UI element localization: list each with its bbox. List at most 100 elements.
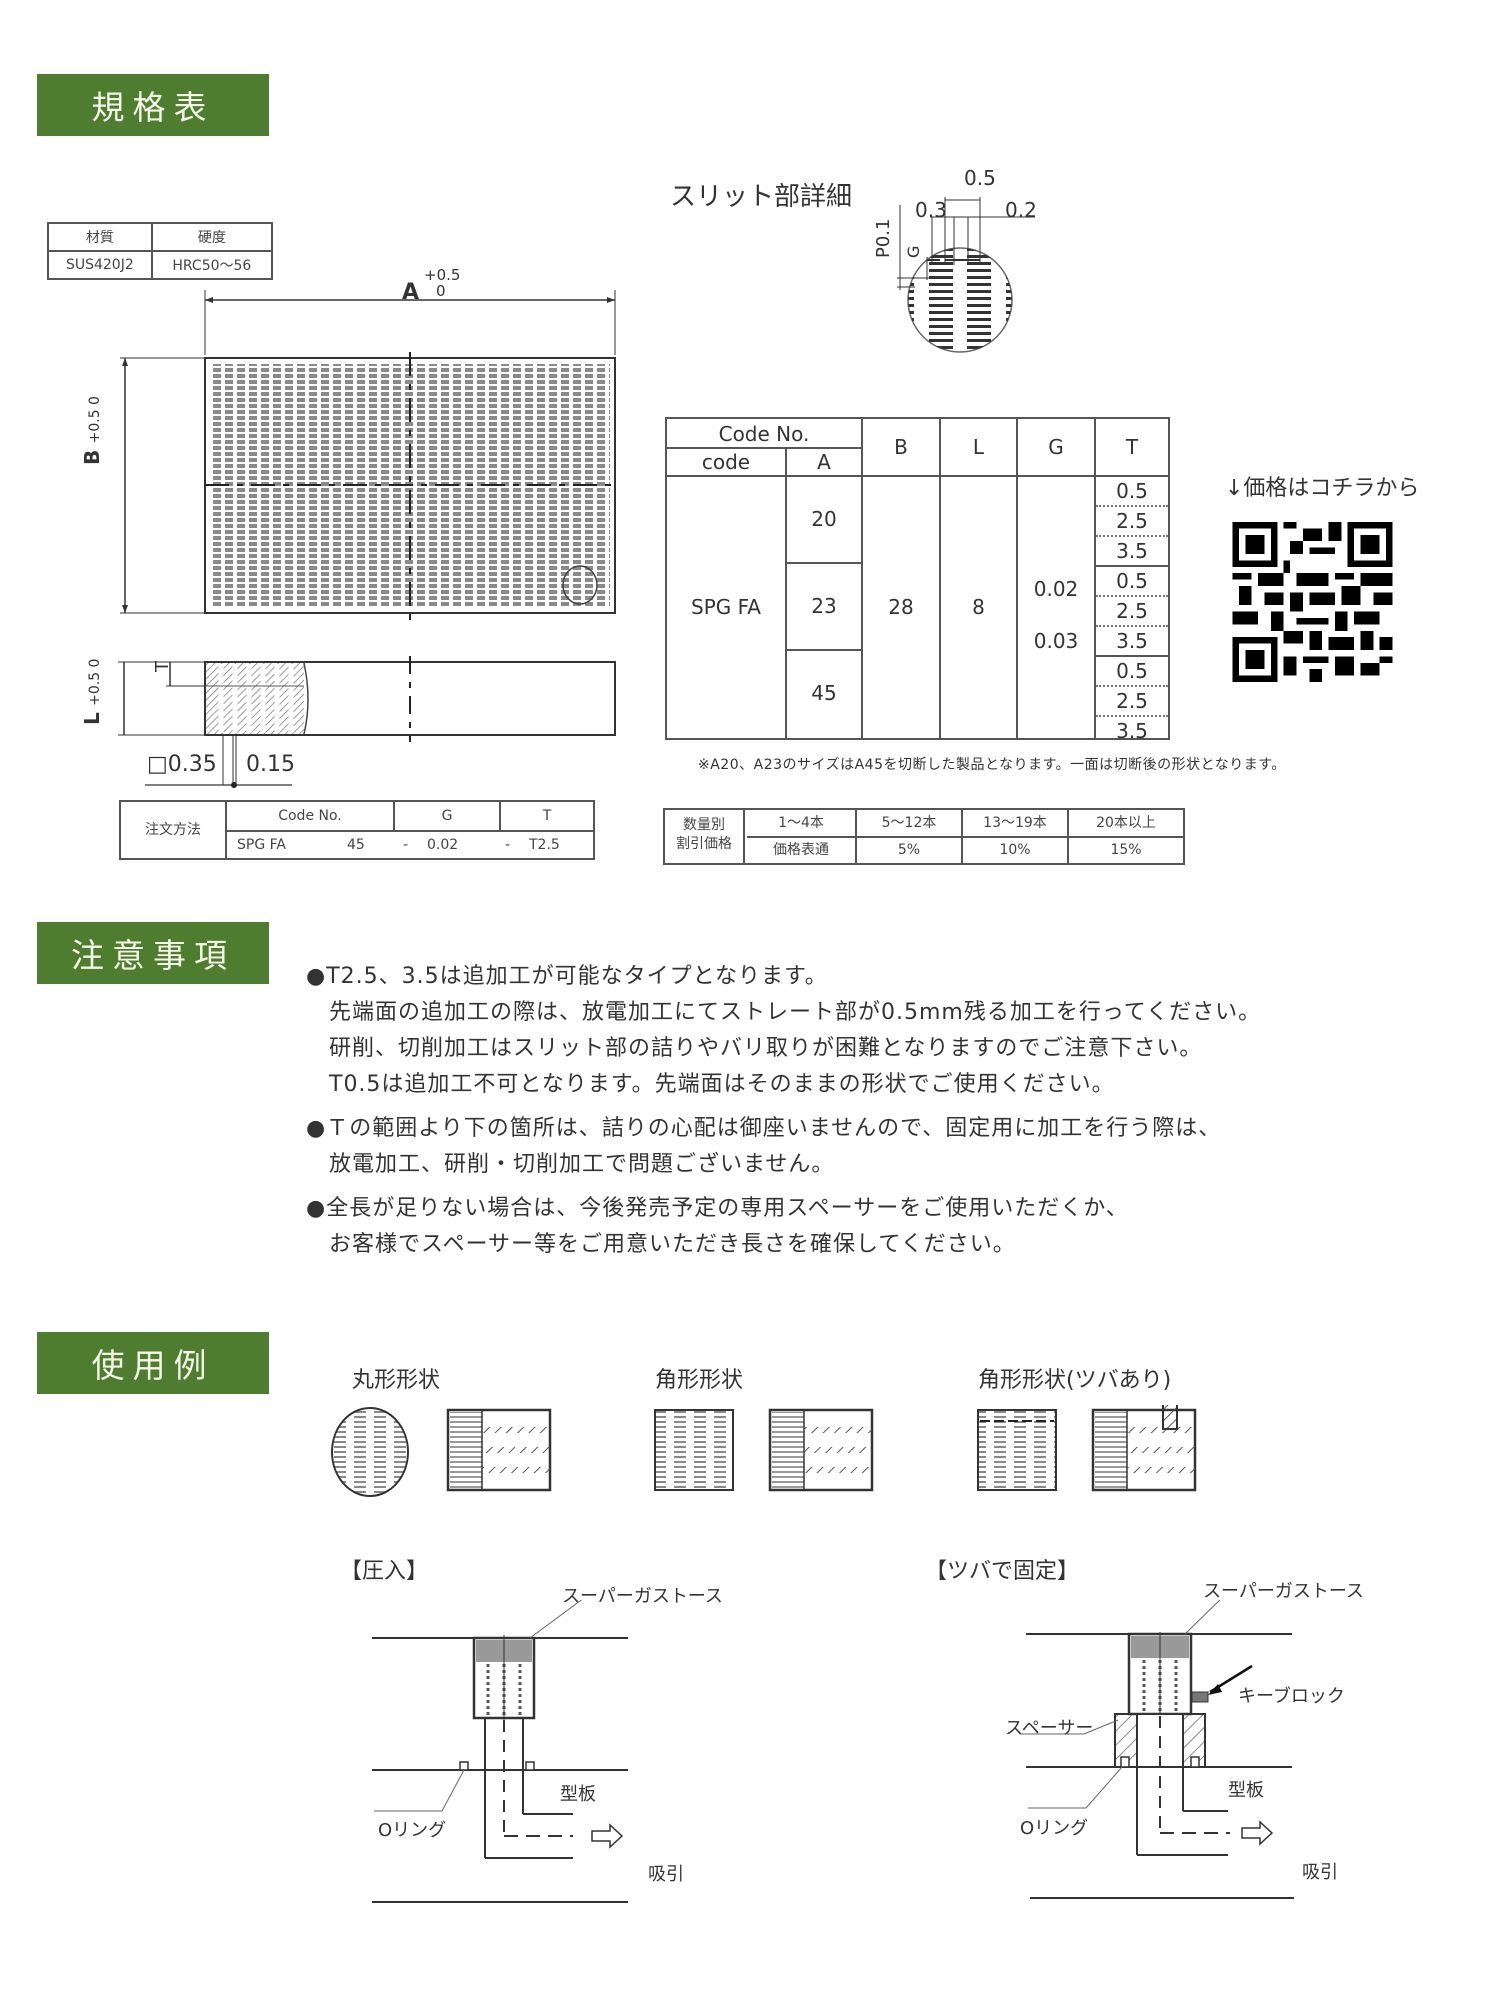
- round-side-icon: [446, 1408, 552, 1492]
- order-example-t: T2.5: [529, 837, 560, 853]
- flange-shape-icon: [977, 1409, 1057, 1491]
- spec-a-value: 20: [787, 477, 863, 564]
- spec-t-value: 2.5: [1096, 597, 1168, 627]
- flange-fix-plate-label: 型板: [1228, 1780, 1264, 1801]
- discount-rate: 15%: [1110, 842, 1142, 858]
- discount-qty: 5～12本: [857, 810, 963, 838]
- press-fit-suction-label: 吸引: [648, 1864, 684, 1885]
- discount-qty: 1～4本: [747, 810, 857, 838]
- spec-header-a: A: [787, 449, 863, 477]
- notes-section-banner: 注意事項: [37, 922, 269, 984]
- slit-dim-pitch: P0.1: [873, 218, 894, 258]
- discount-rate: 10%: [963, 838, 1069, 863]
- round-shape-icon: [331, 1407, 409, 1497]
- discount-qty: 20本以上: [1069, 810, 1183, 838]
- spec-t-value: 0.5: [1096, 657, 1168, 687]
- flange-side-icon: [1091, 1405, 1197, 1492]
- spec-t-value: 0.5: [1096, 477, 1168, 507]
- order-method-table: 注文方法 Code No. G T SPG FA 45 - 0.02 - T2.…: [119, 800, 595, 860]
- flange-fix-title: 【ツバで固定】: [925, 1559, 1080, 1584]
- spec-t-value: 3.5: [1116, 539, 1148, 563]
- discount-label-line1: 数量別: [683, 817, 725, 833]
- order-sep: -: [403, 837, 409, 853]
- square-shape-icon: [654, 1409, 734, 1491]
- spec-t-value: 3.5: [1116, 629, 1148, 653]
- discount-table: 数量別 割引価格 1～4本 5～12本 13～19本 20本以上 価格表通 5%…: [663, 808, 1185, 865]
- square-side-icon: [768, 1408, 874, 1492]
- note-line: 研削、切削加工はスリット部の詰りやバリ取りが困難となりますのでご注意下さい。: [306, 1036, 1203, 1061]
- suction-arrow-icon: [1241, 1820, 1274, 1846]
- press-fit-title: 【圧入】: [340, 1559, 429, 1584]
- press-fit-part-label: スーパーガストース: [562, 1586, 723, 1607]
- spec-l-value: 8: [941, 477, 1018, 738]
- press-fit-oring-label: Oリング: [378, 1820, 447, 1841]
- dim-a-tol-plus: +0.5: [424, 266, 461, 284]
- dim-b-label: B +0.5 0: [80, 396, 104, 465]
- material-value: SUS420J2: [47, 250, 153, 280]
- material-table: 材質 硬度 SUS420J2 HRC50～56: [47, 222, 274, 280]
- spec-t-value: 0.5: [1096, 567, 1168, 597]
- press-fit-plate-label: 型板: [560, 1784, 596, 1805]
- slot-gap-dim: 0.15: [246, 752, 295, 777]
- spec-header-t: T: [1096, 419, 1168, 477]
- discount-rate: 5%: [857, 838, 963, 863]
- discount-rate: 価格表通: [747, 838, 857, 863]
- qr-code-icon[interactable]: [1230, 522, 1395, 682]
- spec-a-value: 23: [787, 564, 863, 651]
- note-line: ●全長が足りない場合は、今後発売予定の専用スペーサーをご使用いただくか、: [306, 1196, 1129, 1221]
- spec-section-banner: 規格表: [37, 74, 269, 136]
- spec-a-value: 45: [787, 651, 863, 738]
- order-header-code: Code No.: [227, 802, 395, 832]
- slit-detail-diagram: [897, 197, 1035, 353]
- order-sep: -: [505, 837, 511, 853]
- discount-label: 数量別 割引価格: [665, 810, 745, 863]
- slit-dim-right: 0.2: [1005, 198, 1037, 222]
- spec-code-value: SPG FA: [667, 477, 787, 738]
- spec-header-code: code: [667, 449, 787, 477]
- press-fit-diagram: [372, 1600, 628, 1903]
- spec-footnote: ※A20、A23のサイズはA45を切断した製品となります。一面は切断後の形状とな…: [698, 757, 1286, 773]
- spec-g-value: 0.03: [1033, 629, 1079, 653]
- dim-a-tol-minus: 0: [436, 282, 446, 300]
- order-example-code: SPG FA: [237, 837, 286, 853]
- spec-g-values: 0.02 0.03: [1018, 477, 1096, 738]
- price-link-label[interactable]: ↓価格はコチラから: [1225, 476, 1420, 501]
- flange-fix-oring-label: Oリング: [1020, 1818, 1089, 1839]
- discount-label-line2: 割引価格: [676, 836, 732, 852]
- spec-header-l: L: [941, 419, 1018, 477]
- material-header: 材質: [47, 222, 153, 252]
- order-example-a: 45: [347, 837, 365, 853]
- spec-t-value: 2.5: [1096, 507, 1168, 537]
- hardness-value: HRC50～56: [150, 250, 274, 280]
- spec-header-code-no: Code No.: [667, 419, 863, 449]
- spec-g-value: 0.02: [1033, 577, 1079, 601]
- note-line: ●Ｔの範囲より下の箇所は、詰りの心配は御座いませんので、固定用に加工を行う際は、: [306, 1116, 1222, 1141]
- suction-arrow-icon: [591, 1823, 624, 1849]
- hardness-header: 硬度: [150, 222, 274, 252]
- note-line: ●T2.5、3.5は追加工が可能なタイプとなります。: [306, 964, 828, 989]
- spec-table: Code No. code A B L G T SPG FA 20 23 45 …: [665, 417, 1170, 743]
- slit-dim-g: G: [904, 245, 923, 258]
- flange-fix-part-label: スーパーガストース: [1203, 1581, 1364, 1602]
- shape-label-round: 丸形形状: [352, 1368, 441, 1393]
- slit-dim-top: 0.5: [964, 166, 996, 190]
- usage-section-banner: 使用例: [37, 1332, 269, 1394]
- dim-a-label: A: [402, 280, 420, 305]
- spec-t-value: 3.5: [1116, 719, 1148, 743]
- note-line: 放電加工、研削・切削加工で問題ございません。: [306, 1152, 835, 1177]
- slit-dim-left: 0.3: [915, 198, 947, 222]
- order-header-g: G: [395, 802, 501, 832]
- note-line: お客様でスペーサー等をご用意いただき長さを確保してください。: [306, 1232, 1016, 1257]
- product-drawing: [118, 290, 616, 788]
- spec-t-value: 2.5: [1096, 687, 1168, 717]
- spec-b-value: 28: [863, 477, 941, 738]
- flange-fix-diagram: [1020, 1600, 1294, 1899]
- spec-t-values: 0.5 2.5 3.5 0.5 2.5 3.5 0.5 2.5 3.5: [1096, 477, 1168, 745]
- usage-shapes-diagram: [331, 1405, 1197, 1497]
- spec-header-b: B: [863, 419, 941, 477]
- order-method-label: 注文方法: [121, 802, 227, 858]
- note-line: T0.5は追加工不可となります。先端面はそのままの形状でご使用ください。: [306, 1072, 1115, 1097]
- flange-fix-key-block-label: キーブロック: [1238, 1686, 1345, 1707]
- flange-fix-suction-label: 吸引: [1302, 1862, 1338, 1883]
- shape-label-flange: 角形形状(ツバあり): [978, 1368, 1172, 1393]
